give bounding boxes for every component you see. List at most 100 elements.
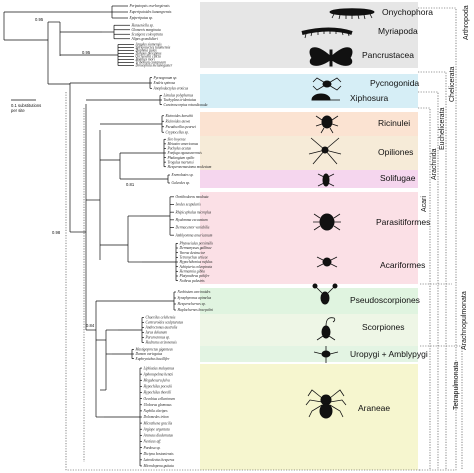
leaf-label: Epiperipatus sp. — [129, 16, 154, 20]
clade-band — [200, 288, 418, 314]
leaf-label: Galeodes sp. — [172, 181, 191, 185]
harvestman-icon — [308, 137, 342, 165]
leaf-label: Phalangium opilio — [167, 156, 195, 160]
group-label-euchelicerata: Euchelicerata — [439, 107, 446, 150]
leaf-label: Danaus plexippus — [135, 52, 162, 56]
clade-band — [200, 2, 418, 22]
millipede-icon — [301, 27, 353, 39]
leaf-label: Trogulus martensi — [168, 160, 194, 164]
scale-bar-label-2: per site — [11, 108, 25, 113]
leaf-label: Euperipatoides kanangrensis — [129, 10, 172, 14]
leaf-label: Damon variegatus — [135, 352, 163, 356]
leaf-label: Drosophila melanogaster — [135, 64, 173, 68]
clade-label: Opiliones — [378, 147, 413, 157]
leaf-label: Iurus dekanum — [145, 331, 168, 335]
leaf-label: Metasiro americanus — [167, 142, 199, 146]
clade-band — [200, 74, 418, 92]
leaf-label: Speleonectes tulumensis — [136, 46, 171, 50]
support-value: 0.95 — [35, 17, 44, 22]
leaf-label: Peripatopsis overbergiensis — [129, 4, 171, 8]
support-value: 0.95 — [82, 50, 91, 55]
leaf-label: Euphrynichus bacillifer — [135, 357, 171, 361]
organism-silhouettes — [301, 8, 375, 419]
leaf-label: Ricinoides atewa — [165, 119, 191, 123]
clade-band — [200, 314, 418, 346]
leaf-label: Daphnia pulex — [135, 49, 158, 53]
scorpion-icon — [316, 317, 336, 341]
group-label-chelicerata: Chelicerata — [449, 66, 456, 102]
leaf-label: Haplochernes kraepelini — [177, 308, 214, 312]
leaf-label: Aphonopelma hentzi — [143, 372, 173, 376]
ricinuleid-icon — [315, 115, 339, 134]
leaf-label: Tachypleus tridentatus — [164, 98, 197, 102]
leaf-label: Hanseniella sp. — [131, 23, 154, 27]
clade-label: Myriapoda — [378, 26, 418, 36]
leaf-label: Pardosa sp. — [143, 446, 161, 450]
leaf-label: Siro boyerae — [168, 137, 187, 141]
leaf-label: Synsphyronus apimelus — [178, 296, 212, 300]
clade-band — [200, 192, 418, 240]
leaf-label: Limulus polyphemus — [163, 94, 194, 98]
leaf-label: Orchesella cincta — [136, 55, 162, 59]
spider-icon — [305, 389, 347, 419]
clade-band — [200, 240, 418, 284]
leaf-label: Pseudocellus pearsei — [165, 125, 196, 129]
leaf-label: Nesticus aff. — [143, 440, 162, 444]
solifuge-icon — [317, 173, 335, 187]
leaf-label: Phytoseiulus persimilis — [179, 242, 214, 246]
support-values: 0.95 0.95 0.81 0.98 0.84 — [35, 17, 135, 328]
clade-label: Pancrustacea — [362, 50, 414, 60]
leaf-label: Platynothrus peltifer — [179, 274, 210, 278]
leaf-label: Dermacentor variabilis — [175, 226, 210, 230]
leaf-label: Nephila clavipes — [143, 409, 169, 413]
leaf-label: Centruroides sculpturatus — [146, 321, 184, 325]
clade-label: Pseudoscorpiones — [350, 295, 420, 305]
leaf-label: Endeis spinosa — [153, 81, 176, 85]
velvet-worm-icon — [329, 8, 375, 20]
clade-bands — [200, 2, 418, 470]
leaf-label: Argulus siamensis — [135, 43, 163, 47]
leaf-label: Alipes grandidieri — [131, 37, 158, 41]
leaf-label: Hesperonemastoma modestum — [167, 165, 212, 169]
leaf-label: Bombyx mori — [136, 58, 155, 62]
leaf-label: Latrodectus hesperus — [143, 458, 175, 462]
clade-label: Xiphosura — [350, 93, 389, 103]
leaf-label: Pachylus acutus — [167, 147, 192, 151]
leaf-label: Fonfuga ogasawarensis — [167, 151, 203, 155]
clade-label: Uropygi + Amblypygi — [350, 349, 428, 359]
clade-label: Acariformes — [380, 260, 425, 270]
clade-label: Pycnogonida — [370, 78, 419, 88]
tick-icon — [313, 213, 341, 231]
leaf-label: Cryptocellus sp. — [166, 130, 189, 134]
clade-label: Solifugae — [380, 173, 416, 183]
leaf-label: Tetranychus urticae — [180, 256, 209, 260]
leaf-label: Hesperochernes sp. — [177, 302, 206, 306]
clade-band — [200, 170, 418, 188]
group-label-acari: Acari — [421, 196, 428, 212]
pseudoscorpion-icon — [312, 283, 338, 305]
leaf-label: Micrathena gracilis — [143, 421, 173, 425]
clade-label: Parasitiformes — [376, 217, 430, 227]
clade-label: Scorpiones — [362, 322, 405, 332]
clade-label: Ricinulei — [378, 118, 410, 128]
leaf-label: Liphistius malayanus — [143, 366, 175, 370]
group-label-tetrapulmonata: Tetrapulmonata — [453, 362, 460, 410]
leaf-label: Megahexura fulva — [143, 378, 170, 382]
leaf-label: Scutigera coleoptrata — [132, 32, 163, 36]
leaf-label: Pycnogonum sp. — [153, 76, 178, 80]
leaf-label: Amblyomma americanum — [175, 233, 213, 237]
group-label-arachnida: Arachnida — [431, 148, 438, 180]
leaf-label: Eremobates sp. — [171, 173, 194, 177]
leaf-label: Neobisium carcinoides — [177, 290, 212, 294]
leaf-label: Ricinoides karschii — [165, 114, 194, 118]
group-label-arachnopulmonata: Arachnopulmonata — [461, 291, 468, 350]
leaf-label: Microdopena guttata — [143, 464, 175, 468]
leaf-label: Dictyna bostoniensis — [143, 452, 175, 456]
whip-scorpion-icon — [313, 346, 339, 363]
group-brackets: Arthropoda Chelicerata Euchelicerata Ara… — [65, 5, 470, 471]
mite-icon — [316, 256, 338, 268]
leaf-label: Hypochilus pococki — [143, 385, 172, 389]
tree-branches — [3, 5, 178, 467]
leaf-label: Argiope argentata — [143, 427, 170, 431]
